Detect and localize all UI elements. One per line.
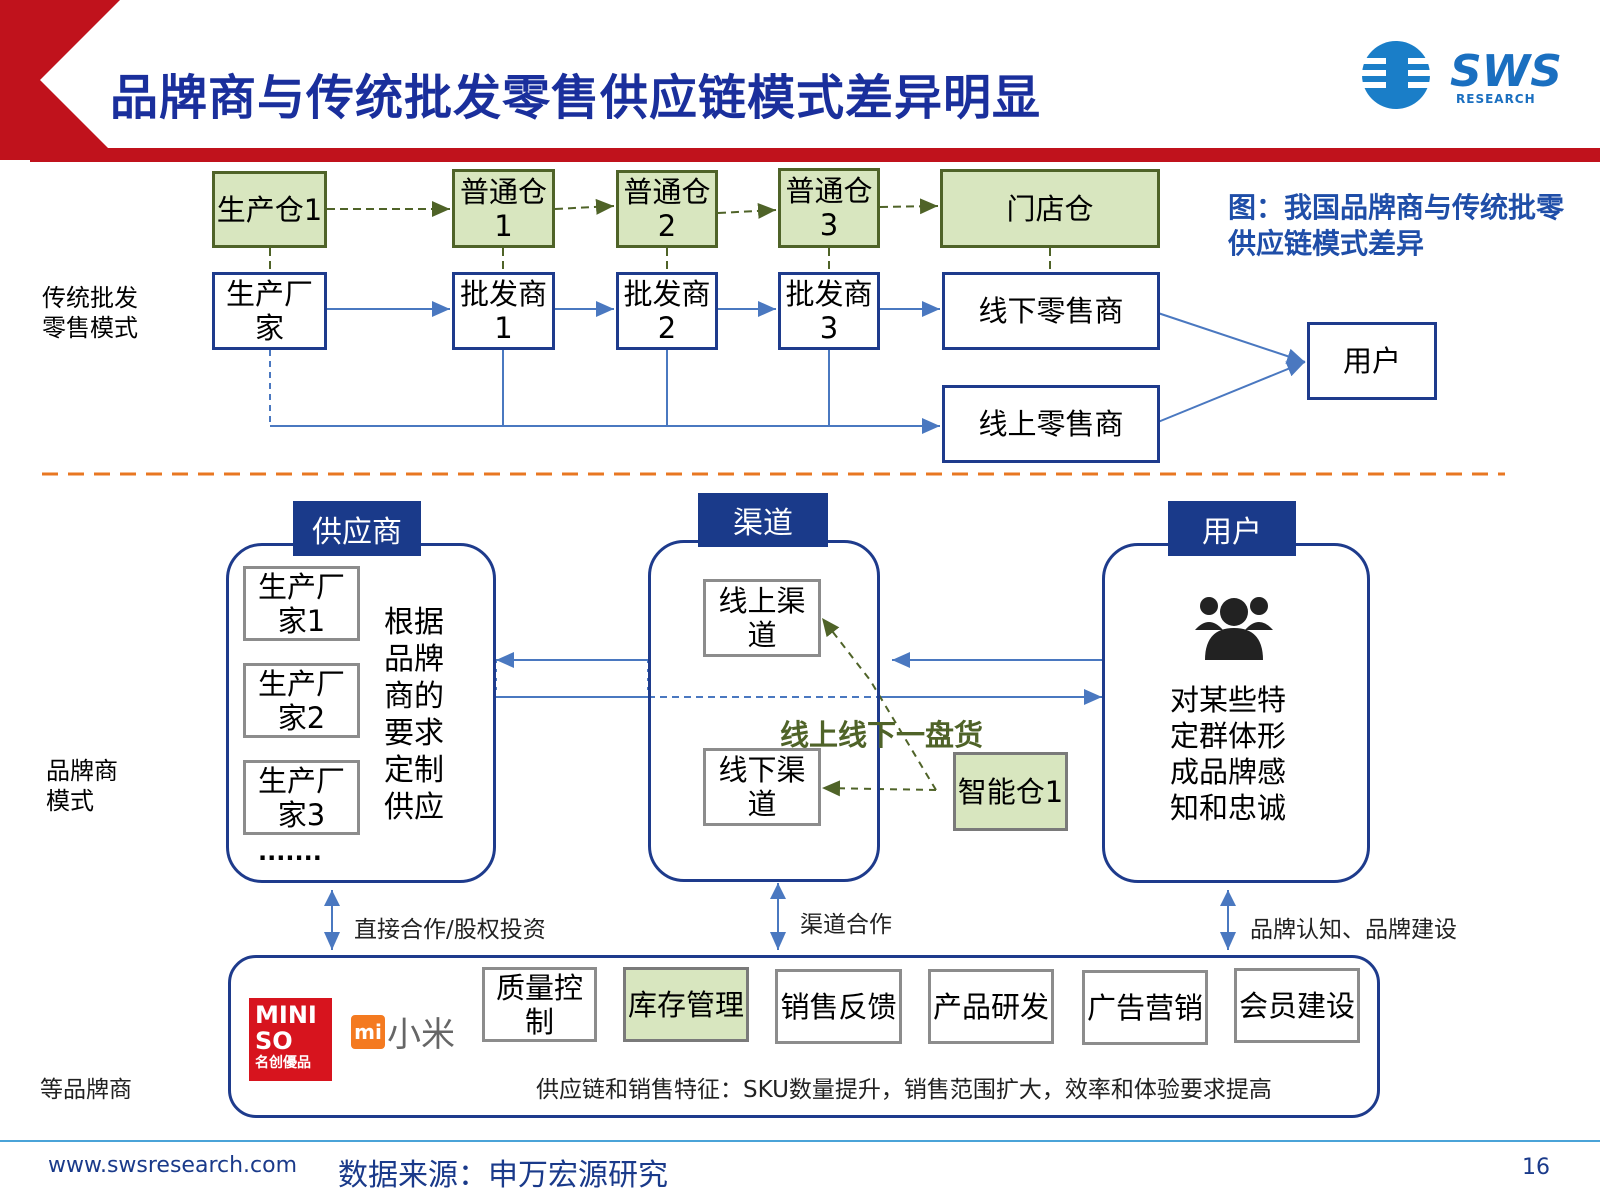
warehouse-general-2: 普通仓2 [616,170,718,248]
users-group-icon [1195,597,1273,660]
online-retailer: 线上零售商 [942,385,1160,463]
brand-mode-label: 品牌商模式 [46,757,118,815]
header-bar [30,148,1600,162]
footer-source: 数据来源：申万宏源研究 [338,1158,668,1193]
function-quality: 质量控制 [482,967,597,1042]
channel-tab: 渠道 [698,493,828,547]
brands-label: 等品牌商 [40,1077,132,1103]
supplier-desc: 根据品牌商的要求定制供应 [384,605,444,825]
chain-wholesaler-1: 批发商1 [452,272,555,350]
user-tab: 用户 [1168,501,1296,556]
traditional-user: 用户 [1307,322,1437,400]
traditional-mode-label: 传统批发零售模式 [42,284,138,342]
chain-manufacturer: 生产厂家 [212,272,327,350]
xiaomi-name: 小米 [387,1015,455,1055]
smart-warehouse: 智能仓1 [953,752,1068,831]
sws-logo-subtext: RESEARCH [1456,92,1536,106]
supplier-tab: 供应商 [293,501,421,556]
function-membership: 会员建设 [1234,968,1360,1043]
warehouse-store: 门店仓 [940,169,1160,248]
factory-2: 生产厂家2 [243,663,360,738]
chain-wholesaler-3: 批发商3 [778,272,880,350]
factory-3: 生产厂家3 [243,760,360,835]
chain-wholesaler-2: 批发商2 [616,272,718,350]
miniso-line-2: SO [255,1027,293,1055]
warehouse-general-1: 普通仓1 [452,169,555,248]
miniso-line-1: MINI [255,1001,317,1029]
header-chevron [0,0,120,160]
sws-logo-icon [1362,41,1430,109]
miniso-logo: MINI SO 名创優品 [249,998,332,1081]
footer-url[interactable]: www.swsresearch.com [48,1153,298,1178]
figure-caption: 图：我国品牌商与传统批零供应链模式差异 [1228,191,1565,260]
offline-channel: 线下渠道 [703,748,821,826]
function-inventory: 库存管理 [623,967,749,1042]
channel-link-label: 渠道合作 [800,912,892,938]
user-link-label: 品牌认知、品牌建设 [1250,917,1457,943]
xiaomi-logo: mi 小米 [351,1007,455,1056]
factory-1: 生产厂家1 [243,566,360,641]
miniso-line-3: 名创優品 [255,1055,311,1071]
function-marketing: 广告营销 [1082,970,1208,1045]
page-number: 16 [1522,1155,1550,1180]
offline-retailer: 线下零售商 [942,272,1160,350]
warehouse-production-1: 生产仓1 [212,171,327,248]
brand-panel [228,955,1380,1118]
function-sales-feedback: 销售反馈 [775,969,902,1044]
sws-logo-text: SWS [1450,46,1562,97]
inventory-slogan: 线上线下一盘货 [780,718,984,752]
supplier-link-label: 直接合作/股权投资 [354,917,546,943]
brand-features: 供应链和销售特征：SKU数量提升，销售范围扩大，效率和体验要求提高 [536,1077,1272,1103]
online-channel: 线上渠道 [703,579,821,657]
xiaomi-icon: mi [351,1014,385,1049]
function-rnd: 产品研发 [928,969,1054,1044]
slide-title: 品牌商与传统批发零售供应链模式差异明显 [110,70,1042,126]
warehouse-general-3: 普通仓3 [778,168,880,248]
factory-ellipsis: ....... [258,838,322,866]
user-desc: 对某些特定群体形成品牌感知和忠诚 [1170,683,1287,825]
